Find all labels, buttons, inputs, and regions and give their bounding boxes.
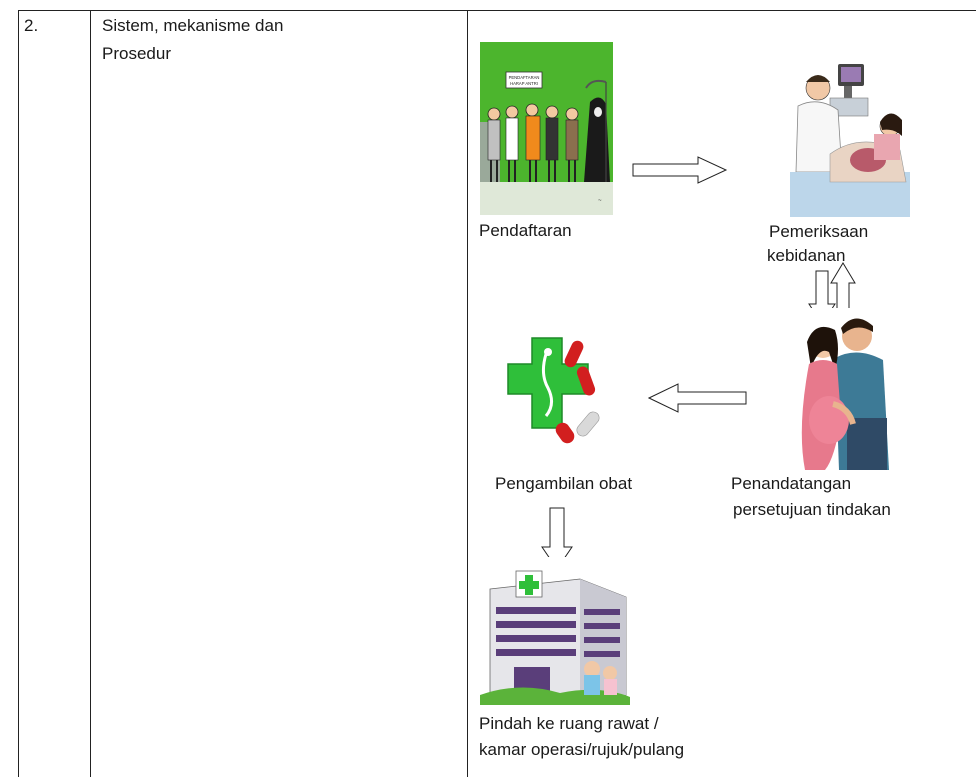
hospital-building-illustration — [480, 557, 630, 705]
couple-consent-illustration — [795, 308, 890, 470]
step-registration-label: Pendaftaran — [479, 221, 572, 240]
step-transfer-label-line1: Pindah ke ruang rawat / — [479, 714, 659, 733]
step-consent-label-line1: Penandatangan — [731, 474, 852, 493]
obstetric-exam-illustration — [790, 62, 910, 217]
registration-queue-illustration: PENDAFTARAN HARAP ANTRI — [480, 42, 613, 215]
row-number: 2. — [24, 16, 39, 35]
table-left-border — [18, 10, 19, 777]
step-transfer-label-line2: kamar operasi/rujuk/pulang — [479, 740, 685, 759]
table-top-border — [18, 10, 976, 11]
step-consent-label-line2: persetujuan tindakan — [733, 500, 891, 519]
pharmacy-illustration — [502, 318, 612, 448]
row-title-line1: Sistem, mekanisme dan — [102, 16, 284, 35]
row-title-line2: Prosedur — [102, 44, 171, 63]
svg-text:~: ~ — [598, 198, 602, 204]
arrow-right-1 — [632, 156, 728, 184]
arrow-left-1 — [648, 383, 748, 413]
sign-text-line1: PENDAFTARAN — [509, 75, 540, 80]
step-medicine-label: Pengambilan obat — [495, 474, 633, 493]
step-exam-label-line1: Pemeriksaan — [769, 222, 869, 241]
column-divider-2 — [467, 10, 468, 777]
column-divider-1 — [90, 10, 91, 777]
sign-text-line2: HARAP ANTRI — [510, 81, 538, 86]
step-exam-label-line2: kebidanan — [767, 246, 846, 265]
